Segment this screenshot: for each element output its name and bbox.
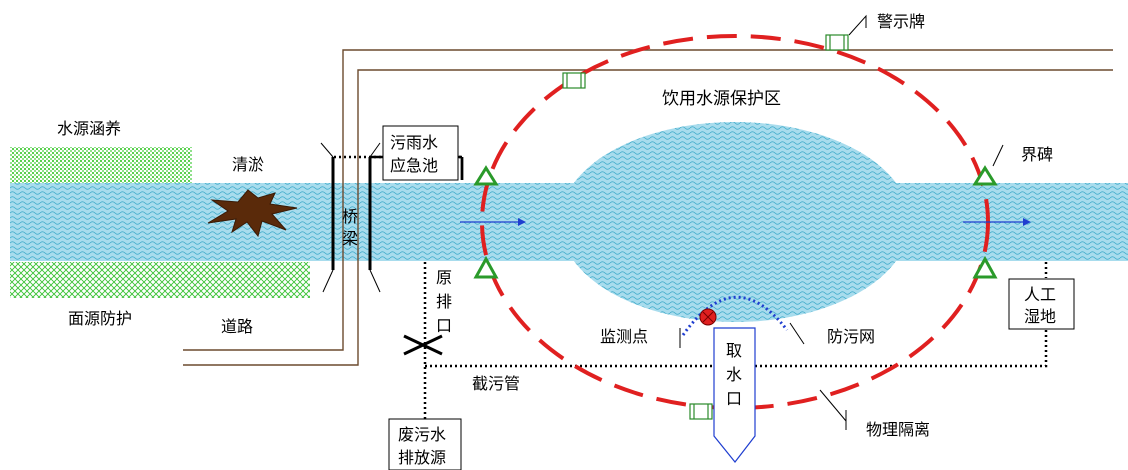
water-intake-structure — [713, 327, 756, 463]
blocked-outlet-x-icon — [403, 334, 443, 356]
wastewater-source-label-1: 废污水 — [398, 425, 446, 444]
boundary-marker-label: 界碑 — [1021, 145, 1053, 164]
warning-sign-icon — [689, 403, 713, 420]
sludge-star-icon — [207, 189, 298, 238]
physical-isolation-label: 物理隔离 — [866, 420, 930, 439]
water-intake-label-1: 取 — [726, 341, 742, 360]
constructed-wetland-box — [1008, 278, 1075, 330]
wastewater-source-label-2: 排放源 — [398, 448, 446, 467]
nonpoint-protection-strip — [10, 262, 310, 298]
interception-pipe-label: 截污管 — [472, 374, 520, 393]
flow-arrow-icon — [460, 218, 526, 226]
boundary-marker-pointer — [992, 144, 1004, 167]
water-conservation-strip — [10, 147, 192, 183]
wastewater-source-box — [388, 418, 462, 470]
warning-sign-pointer — [848, 14, 867, 36]
warning-sign-label: 警示牌 — [877, 12, 925, 31]
antipollution-net — [681, 295, 789, 336]
bridge-label-1: 桥 — [342, 207, 358, 226]
bridge-label-2: 梁 — [342, 229, 358, 248]
warning-sign-icon — [562, 72, 586, 89]
warning-sign-icon — [825, 34, 849, 51]
original-outlet-label-2: 排 — [436, 292, 452, 311]
net-pole-right — [789, 322, 805, 345]
water-intake-label-2: 水 — [726, 365, 742, 384]
flow-arrow-icon — [963, 218, 1031, 226]
monitoring-point-label: 监测点 — [600, 327, 648, 346]
rainwater-pool-box — [382, 125, 459, 181]
rainwater-pool-label-2: 应急池 — [390, 156, 438, 175]
physical-isolation-pointer — [819, 389, 847, 422]
dredging-label: 清淤 — [232, 155, 264, 174]
boundary-triangle-icon — [473, 165, 998, 279]
road-label: 道路 — [221, 317, 253, 336]
original-outlet-label-1: 原 — [436, 268, 452, 287]
reservoir — [560, 122, 910, 322]
antipollution-net-label: 防污网 — [827, 327, 875, 346]
rainwater-pool-label-1: 污雨水 — [390, 133, 438, 152]
nonpoint-protection-label: 面源防护 — [68, 309, 132, 328]
protection-zone-label: 饮用水源保护区 — [662, 89, 781, 109]
constructed-wetland-label-1: 人工 — [1024, 285, 1056, 304]
constructed-wetland-label-2: 湿地 — [1024, 307, 1056, 326]
road — [183, 49, 1113, 366]
water-intake-label-3: 口 — [726, 389, 742, 408]
original-outlet-label-3: 口 — [436, 316, 452, 335]
water-conservation-label: 水源涵养 — [57, 119, 121, 138]
